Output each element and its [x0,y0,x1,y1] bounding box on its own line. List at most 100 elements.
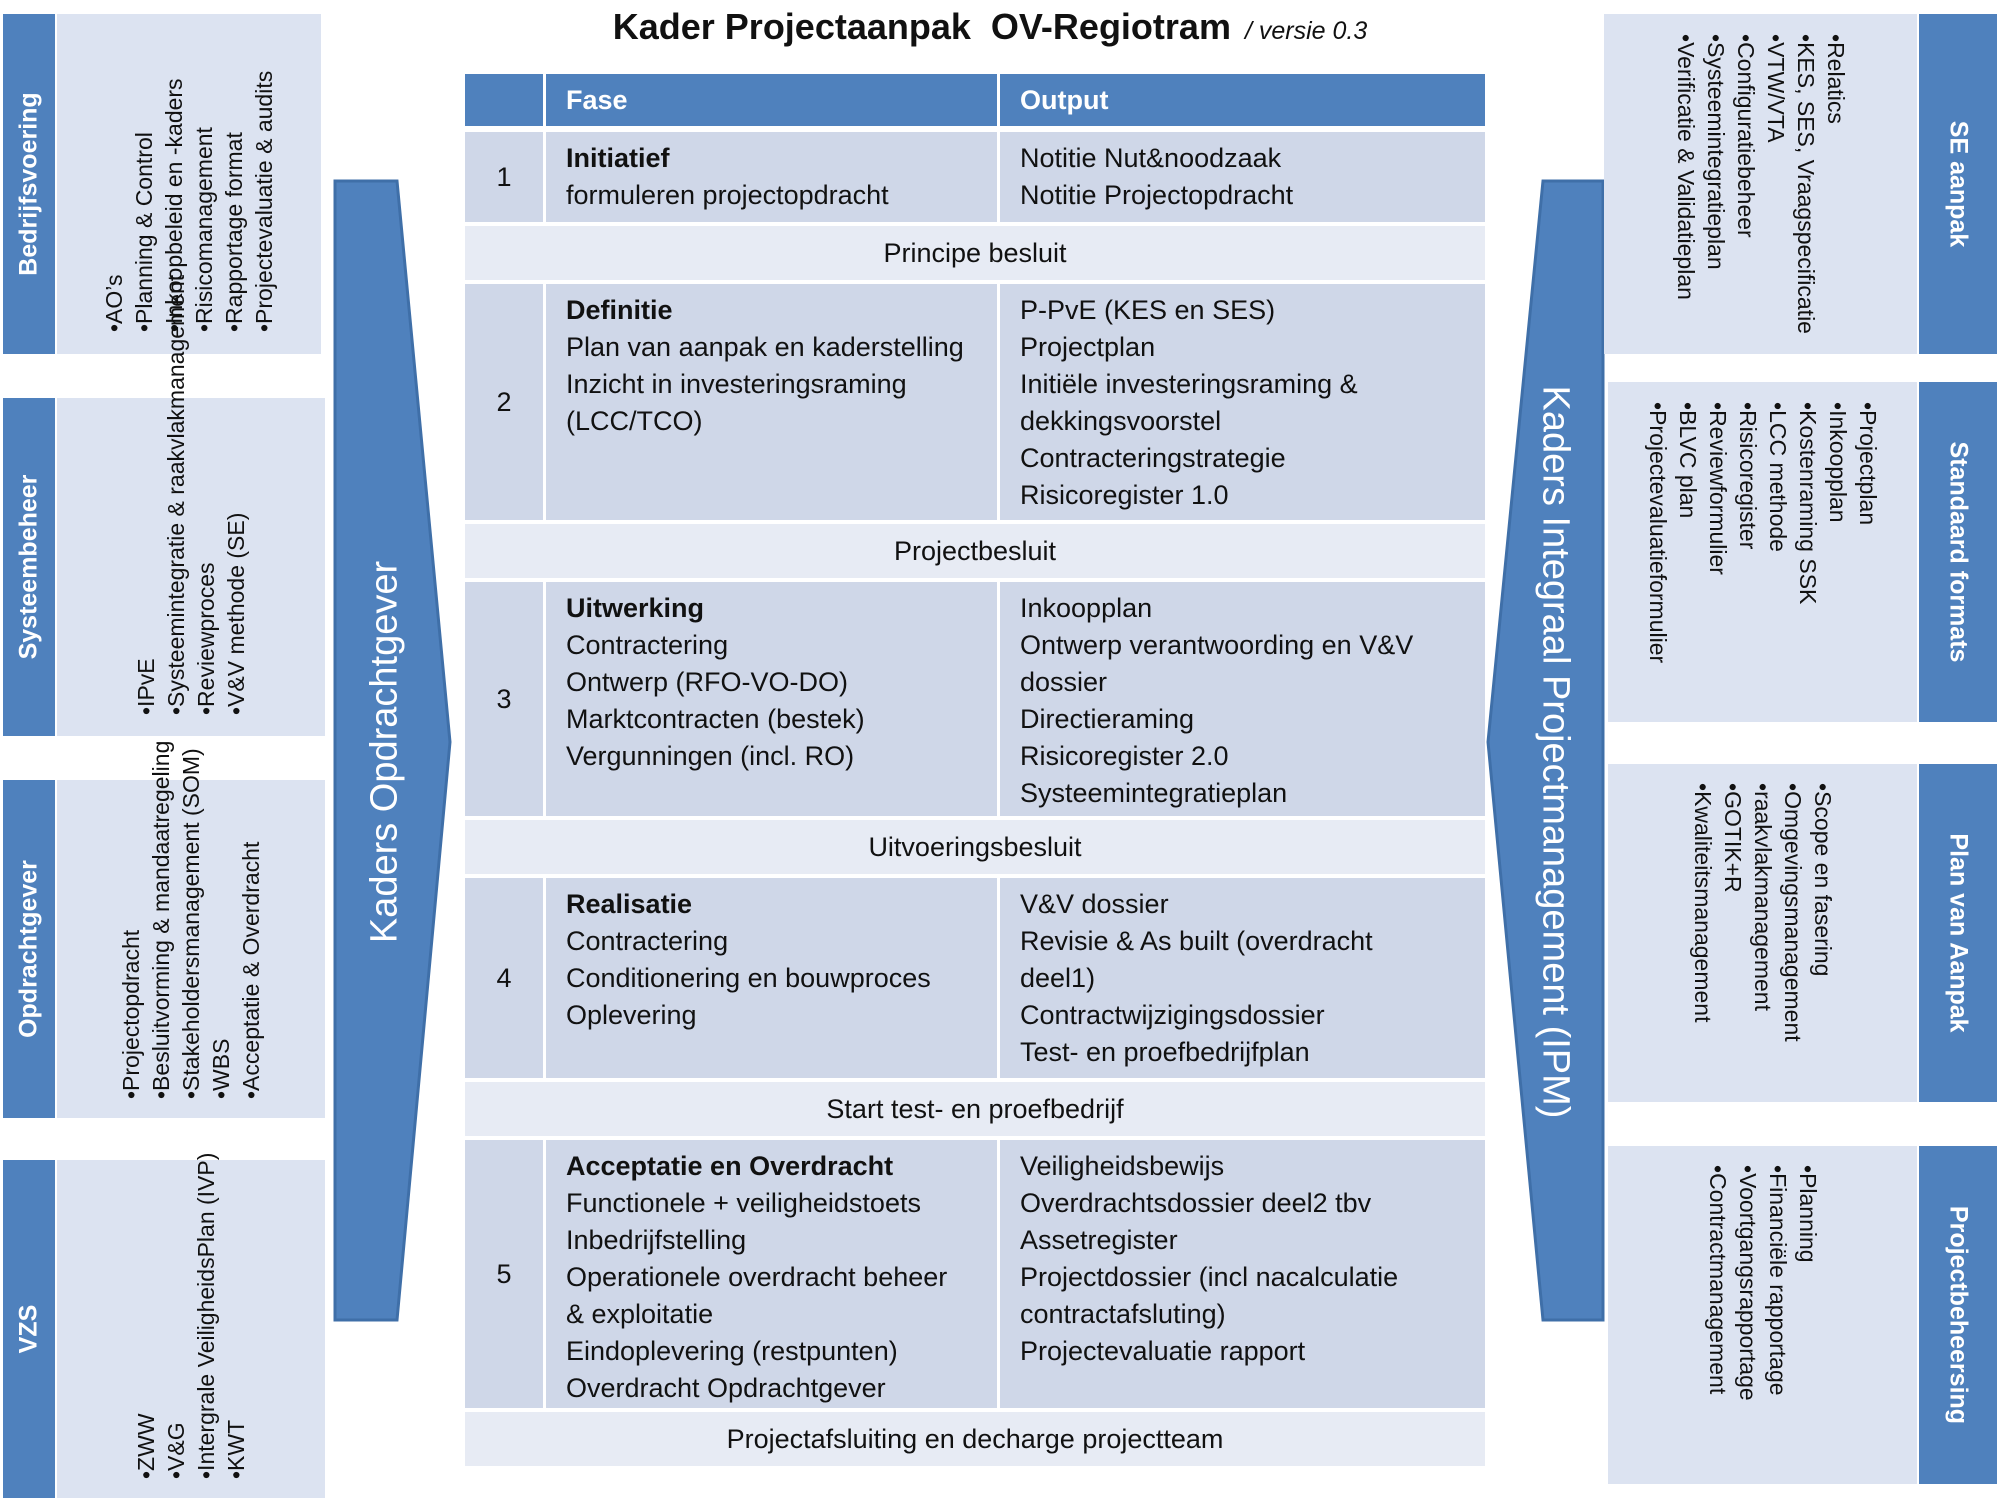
list-item: Relatics [1821,34,1851,334]
output-line: deel1) [1020,963,1096,993]
phase-output: P-PvE (KES en SES) Projectplan Initiële … [1000,284,1485,520]
list-item: KWT [221,1179,251,1479]
phase-title: Definitie [566,295,673,325]
decision-row: Projectafsluiting en decharge projecttea… [465,1412,1485,1466]
box-list-wrap: ZWW V&G Intergrale VeiligheidsPlan (IVP)… [131,1153,251,1479]
list-item: Projectopdracht [116,799,146,1099]
phase-line: Vergunningen (incl. RO) [566,741,855,771]
box-title-band: Bedrijfsvoering [3,14,55,354]
box-title-band: Standaard formats [1919,382,1997,722]
left-box-opdrachtgever: Opdrachtgever Projectopdracht Besluitvor… [3,741,325,1118]
phase-description: Acceptatie en Overdracht Functionele + v… [546,1140,997,1408]
list-item: Kostenraming SSK [1793,402,1823,702]
list-item: Omgevingsmanagement [1778,783,1808,1083]
phase-title: Acceptatie en Overdracht [566,1151,894,1181]
box-title-band: SE aanpak [1919,14,1997,354]
box-panel: Projectplan Inkoopplan Kostenraming SSK … [1608,382,1917,722]
output-line: Directieraming [1020,704,1195,734]
output-line: Notitie Projectopdracht [1020,180,1294,210]
right-box-plan-van-aanpak: Scope en fasering Omgevingsmanagement ra… [1608,764,1997,1102]
list-item: VTW/VTA [1761,34,1791,334]
list-item: AO’s [99,36,129,332]
output-line: P-PvE (KES en SES) [1020,295,1276,325]
list-item: Scope en fasering [1808,783,1838,1083]
left-box-systeembeheer: Systeembeheer IPvE Systeemintegratie & r… [3,275,325,736]
output-line: Risicoregister 1.0 [1020,480,1229,510]
phase-line: Eindoplevering (restpunten) [566,1336,898,1366]
box-list: IPvE Systeemintegratie & raakvlakmanagem… [131,275,251,715]
phase-line: Operationele overdracht beheer [566,1262,948,1292]
output-line: Ontwerp verantwoording en V&V [1020,630,1414,660]
box-title: Plan van Aanpak [1944,833,1973,1033]
output-line: Projectplan [1020,332,1156,362]
box-list-wrap: IPvE Systeemintegratie & raakvlakmanagem… [131,275,251,715]
phase-description: Definitie Plan van aanpak en kaderstelli… [546,284,997,520]
output-line: Inkoopplan [1020,593,1153,623]
list-item: Risicomanagement [189,36,219,332]
list-item: Planning & Control [129,36,159,332]
list-item: raakvlakmanagement [1748,783,1778,1083]
phase-description: Realisatie Contractering Conditionering … [546,878,997,1078]
box-title-band: VZS [3,1160,55,1498]
box-panel: IPvE Systeemintegratie & raakvlakmanagem… [57,275,325,736]
output-line: Revisie & As built (overdracht [1020,926,1373,956]
box-panel: ZWW V&G Intergrale VeiligheidsPlan (IVP)… [57,1153,325,1498]
phase-line: (LCC/TCO) [566,406,703,436]
decision-row: Principe besluit [465,226,1485,280]
output-line: dossier [1020,667,1108,697]
list-item: LCC methode [1763,402,1793,702]
phase-output: V&V dossier Revisie & As built (overdrac… [1000,878,1485,1078]
box-title: Standaard formats [1944,441,1973,663]
phase-line: & exploitatie [566,1299,714,1329]
list-item: Configuratiebeheer [1731,34,1761,334]
list-item: Reviewproces [191,419,221,715]
list-item: Risicoregister [1733,402,1763,702]
box-list: Planning Financiële rapportage Voortgang… [1703,1165,1823,1465]
box-title: Systeembeheer [14,474,43,660]
output-line: Projectdossier (incl nacalculatie [1020,1262,1399,1292]
phase-number: 4 [465,878,543,1078]
output-line: Initiële investeringsraming & [1020,369,1358,399]
box-title: SE aanpak [1944,120,1973,248]
list-item: Besluitvorming & mandaatregeling [146,741,176,1099]
box-panel: Projectopdracht Besluitvorming & mandaat… [57,741,325,1118]
phase-number: 3 [465,582,543,816]
diagram-title: Kader Projectaanpak OV-Regiotram / versi… [460,6,1520,66]
phase-output: Inkoopplan Ontwerp verantwoording en V&V… [1000,582,1485,816]
output-line: Systeemintegratieplan [1020,778,1288,808]
list-item: WBS [206,799,236,1099]
output-line: Veiligheidsbewijs [1020,1151,1225,1181]
box-list-wrap: Projectplan Inkoopplan Kostenraming SSK … [1643,402,1883,702]
right-box-standaard-formats: Projectplan Inkoopplan Kostenraming SSK … [1608,382,1997,722]
list-item: GOTIK+R [1718,783,1748,1083]
list-item: Acceptatie & Overdracht [236,799,266,1099]
phase-line: Overdracht Opdrachtgever [566,1373,886,1403]
list-item: Systeemintegratieplan [1701,34,1731,334]
phase-description: Uitwerking Contractering Ontwerp (RFO-VO… [546,582,997,816]
decision-row: Projectbesluit [465,524,1485,578]
phase-line: Ontwerp (RFO-VO-DO) [566,667,849,697]
output-line: Overdrachtsdossier deel2 tbv [1020,1188,1372,1218]
header-num [465,74,543,126]
list-item: Voortgangsrapportage [1733,1165,1763,1465]
list-item: KES, SES, Vraagspecificatie [1791,34,1821,334]
output-line: Assetregister [1020,1225,1178,1255]
list-item: Intergrale VeiligheidsPlan (IVP) [191,1153,221,1479]
box-title: Opdrachtgever [14,860,43,1038]
right-box-se-aanpak: Relatics KES, SES, Vraagspecificatie VTW… [1604,14,1997,354]
list-item: Stakeholdersmanagement (SOM) [176,748,206,1099]
phase-output: Veiligheidsbewijs Overdrachtsdossier dee… [1000,1140,1485,1408]
phase-line: Contractering [566,926,729,956]
left-arrow-shape [333,179,452,1322]
list-item: Reviewformulier [1703,402,1733,702]
decision-row: Uitvoeringsbesluit [465,820,1485,874]
phase-line: Oplevering [566,1000,697,1030]
phase-output: Notitie Nut&noodzaak Notitie Projectopdr… [1000,132,1485,222]
box-panel: AO’s Planning & Control Inkoopbeleid en … [57,14,321,354]
right-arrow-label: Kaders Integraal Projectmanagement (IPM) [1534,385,1577,1119]
box-list: AO’s Planning & Control Inkoopbeleid en … [99,36,279,332]
output-line: Risicoregister 2.0 [1020,741,1229,771]
box-list: Scope en fasering Omgevingsmanagement ra… [1688,783,1838,1083]
output-line: Contractwijzigingsdossier [1020,1000,1325,1030]
